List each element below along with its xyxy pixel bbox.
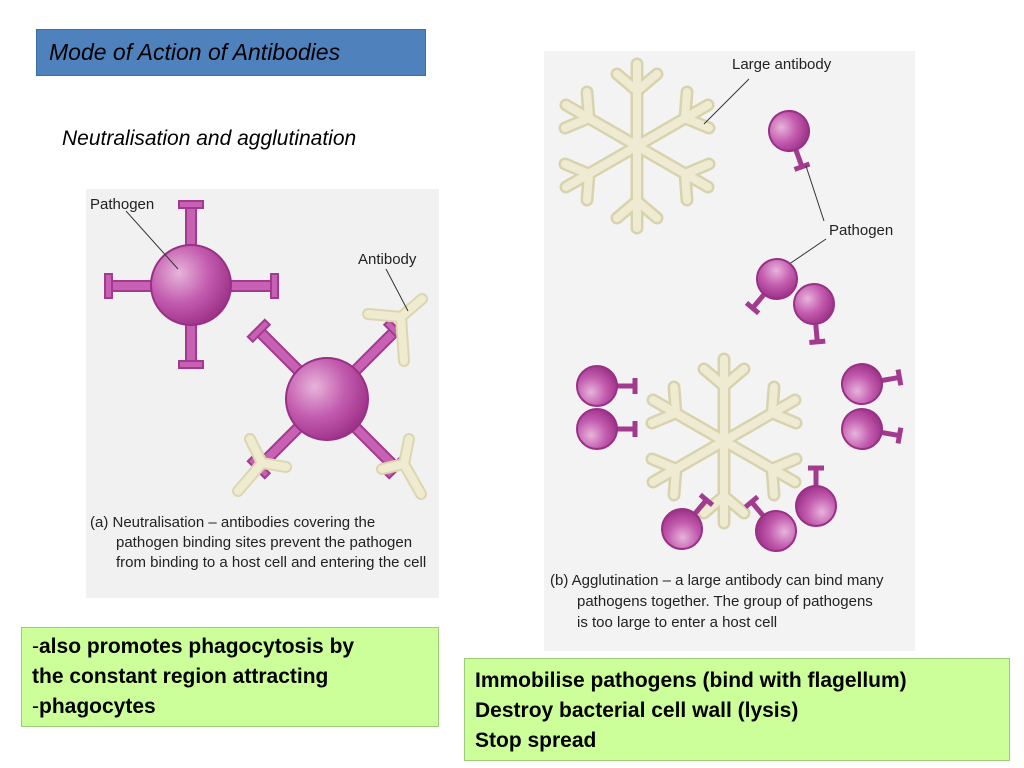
slide-title: Mode of Action of Antibodies [49, 39, 341, 65]
antibody-icon [364, 295, 426, 365]
title-box: Mode of Action of Antibodies [36, 29, 426, 76]
note-line: Destroy bacterial cell wall (lysis) [475, 699, 799, 722]
bullet-dash: - [32, 695, 39, 718]
agglutination-diagram: Large antibody Pathogen (b) Agglutinatio… [550, 56, 915, 631]
agglutination-figure: Large antibody Pathogen (b) Agglutinatio… [544, 51, 915, 651]
label-pathogen: Pathogen [90, 196, 154, 213]
pathogen-icon [577, 409, 635, 449]
caption-line: pathogen binding sites prevent the patho… [116, 534, 412, 551]
caption-line: pathogens together. The group of pathoge… [577, 593, 873, 610]
bullet-dash: - [32, 635, 39, 658]
pathogen-icon [792, 282, 837, 343]
caption-line: is too large to enter a host cell [577, 614, 777, 631]
caption-line: (b) Agglutination – a large antibody can… [550, 572, 884, 589]
pathogen-icon [654, 487, 722, 557]
note-line: Immobilise pathogens (bind with flagellu… [475, 669, 907, 692]
pathogen-cell [150, 244, 232, 326]
slide-subtitle: Neutralisation and agglutination [62, 127, 357, 150]
label-pathogen: Pathogen [829, 222, 893, 239]
note-line: phagocytes [39, 695, 156, 718]
large-antibody-icon [652, 359, 796, 523]
caption-line: (a) Neutralisation – antibodies covering… [90, 514, 375, 531]
neutralisation-figure: Pathogen Antibody (a) Neutralisation – a… [86, 189, 439, 598]
pathogen-cell [285, 357, 369, 441]
label-large-antibody: Large antibody [732, 56, 832, 73]
note-effects: Immobilise pathogens (bind with flagellu… [464, 658, 1010, 761]
note-phagocytosis: -also promotes phagocytosis by the const… [21, 627, 439, 727]
neutralisation-diagram: Pathogen Antibody (a) Neutralisation – a… [90, 196, 428, 571]
note-line: also promotes phagocytosis by [39, 635, 355, 658]
caption-line: from binding to a host cell and entering… [116, 554, 426, 571]
note-line: the constant region attracting [32, 665, 329, 688]
pathogen-icon [839, 406, 903, 455]
pathogen-icon [577, 366, 635, 406]
pathogen-icon [763, 105, 820, 173]
pathogen-icon [839, 358, 903, 407]
label-antibody: Antibody [358, 251, 417, 268]
note-line: Stop spread [475, 729, 597, 752]
pathogen-icon [796, 468, 836, 526]
pathogen-with-sites [104, 200, 279, 369]
large-antibody-icon [565, 64, 709, 228]
